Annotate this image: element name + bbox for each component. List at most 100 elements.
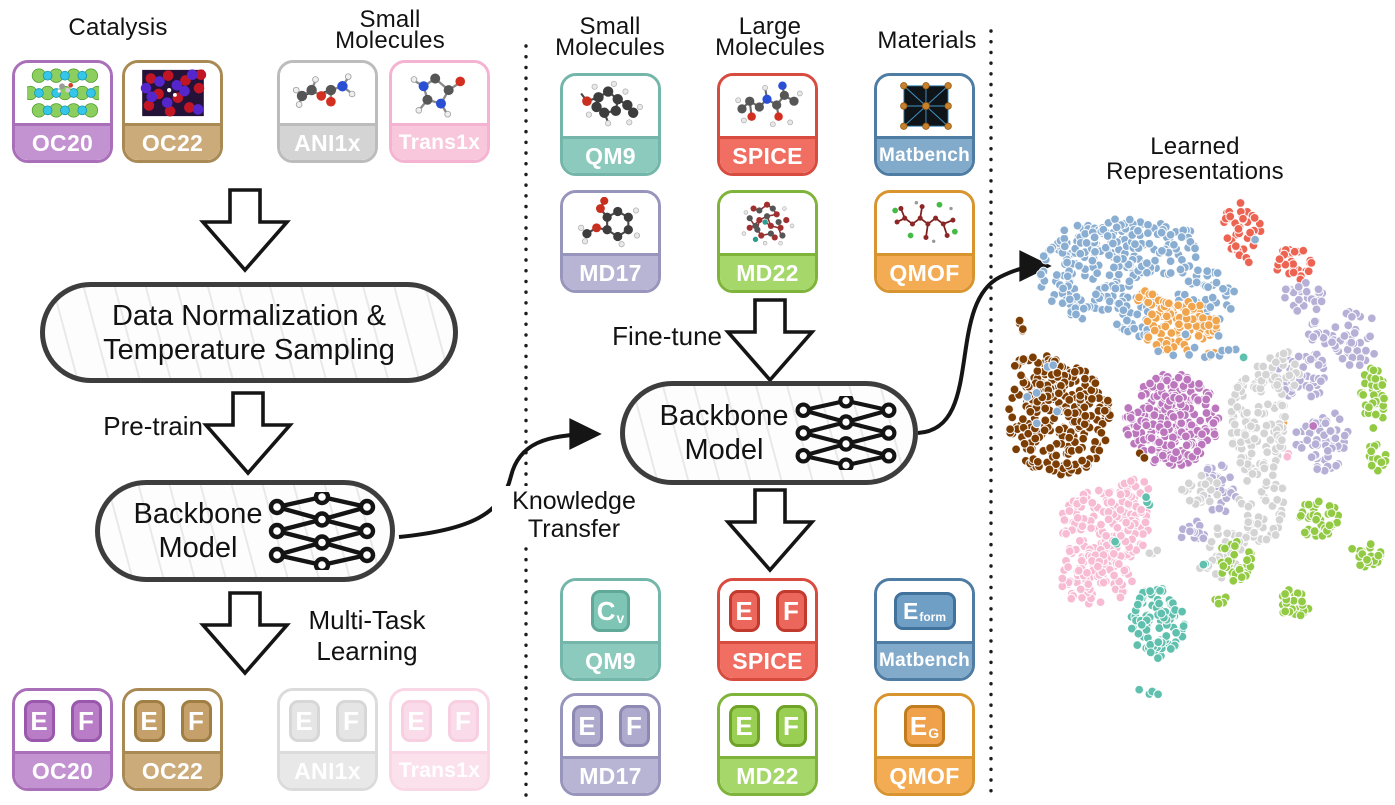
mof-complex-image <box>891 201 958 244</box>
down-block-arrow-finetune <box>724 298 816 383</box>
tsne-cluster-magenta <box>1120 369 1319 470</box>
knowledge-transfer-label: Knowledge Transfer <box>492 486 656 544</box>
qm9-molecule-image <box>579 80 643 127</box>
small-molecule-image <box>280 63 375 123</box>
task-badge-f: F <box>180 700 212 742</box>
multitask-learning-label: Multi-Task Learning <box>308 605 426 666</box>
task-badge-f: F <box>70 700 102 742</box>
pretrain-label: Pre-train <box>103 411 203 441</box>
dataset-name-label: Matbench <box>877 136 972 173</box>
large-molecule-image <box>720 193 815 253</box>
tsne-cluster-pink <box>1057 448 1294 609</box>
neural-network-icon <box>793 396 899 470</box>
dataset-name-label: MD22 <box>720 756 815 793</box>
dataset-name-label: ANI1x <box>280 751 375 788</box>
dataset-card-trans1x: Trans1x <box>389 60 490 163</box>
group-label-catalysis: Catalysis <box>28 14 208 41</box>
down-block-arrow-finetune-outputs <box>724 488 816 573</box>
down-block-arrow-pretrain <box>202 391 294 476</box>
dataset-card-md22: MD22 <box>717 190 818 293</box>
tsne-cluster-teal <box>1110 352 1249 700</box>
aromatic-molecule-image <box>563 193 658 253</box>
group-label-materials: Materials <box>877 27 977 54</box>
data-normalization-box: Data Normalization & Temperature Samplin… <box>40 282 458 383</box>
dataset-name-label: OC20 <box>15 123 110 160</box>
task-badge-e: E <box>571 705 603 747</box>
tsne-cluster-brown <box>1004 315 1150 480</box>
ring-molecule-image <box>410 73 465 118</box>
tsne-cluster-red <box>1219 198 1317 285</box>
task-badge-f: F <box>447 700 479 742</box>
task-badge-f: F <box>618 705 650 747</box>
backbone-model-box-finetune: Backbone Model <box>620 381 918 485</box>
catalyst-surface-image <box>15 63 110 123</box>
tsne-title: Learned Representations <box>1106 133 1284 185</box>
dataset-name-label: QMOF <box>877 253 972 290</box>
down-block-arrow-pretrain-inputs <box>199 188 291 273</box>
group-label-small-molecules-mid: Small Molecules <box>555 13 665 61</box>
neural-network-icon <box>266 492 378 570</box>
oxide-catalyst-image <box>125 63 220 123</box>
tsne-cluster-green <box>1210 363 1391 621</box>
task-badge-e: E <box>133 700 165 742</box>
down-block-arrows <box>199 188 816 676</box>
backbone-model-text: Backbone Model <box>133 498 263 564</box>
crystal-lattice-image <box>877 76 972 136</box>
backbone-model-box-pretrain: Backbone Model <box>95 480 395 582</box>
dataset-card-oc20: OC20 <box>12 60 113 163</box>
qm9-molecule-image <box>563 76 658 136</box>
dataset-card-matbench: Matbench <box>874 73 975 176</box>
backbone-model-text: Backbone Model <box>659 400 789 466</box>
dataset-card-qmof: QMOF <box>874 190 975 293</box>
task-badge-e: E <box>288 700 320 742</box>
dataset-name-label: SPICE <box>720 136 815 173</box>
dataset-name-label: MD17 <box>563 253 658 290</box>
task-badge-f: F <box>775 705 807 747</box>
dataset-name-label: ANI1x <box>280 123 375 160</box>
crystal-lattice-image <box>899 82 952 130</box>
dataset-card-oc22: OC22 <box>122 60 223 163</box>
task-badge-e: E <box>23 700 55 742</box>
finetune-label: Fine-tune <box>612 321 722 351</box>
small-molecule-image <box>292 73 355 108</box>
dataset-name-label: Matbench <box>877 641 972 678</box>
task-badge-f: F <box>335 700 367 742</box>
data-normalization-text: Data Normalization & Temperature Samplin… <box>103 299 395 366</box>
dataset-card-spice: SPICE <box>717 73 818 176</box>
catalysis-text: Catalysis <box>68 14 168 41</box>
oxide-catalyst-image <box>140 69 206 117</box>
aromatic-molecule-image <box>577 197 640 248</box>
representation-arrow <box>917 250 1052 435</box>
peptide-molecule-image <box>720 76 815 136</box>
tsne-cluster-blue-strays <box>1022 234 1261 429</box>
task-badge-e: E <box>728 705 760 747</box>
large-molecule-image <box>741 201 794 246</box>
group-label-large-molecules: Large Molecules <box>715 13 825 61</box>
ring-molecule-image <box>392 63 487 123</box>
dataset-name-label: QM9 <box>563 641 658 678</box>
mof-complex-image <box>877 193 972 253</box>
dataset-name-label: Trans1x <box>392 751 487 788</box>
dataset-name-label: OC22 <box>125 123 220 160</box>
dataset-name-label: MD22 <box>720 253 815 290</box>
